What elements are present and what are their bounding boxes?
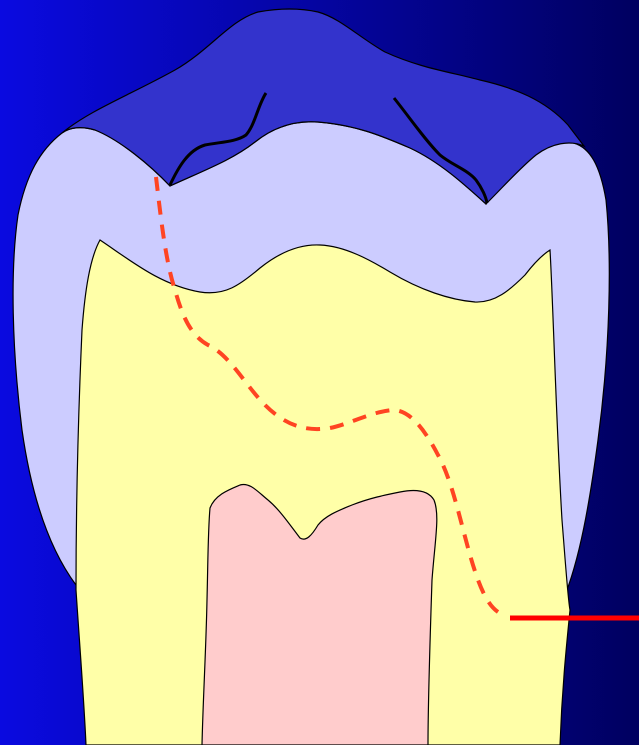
pulp-chamber	[202, 484, 437, 745]
